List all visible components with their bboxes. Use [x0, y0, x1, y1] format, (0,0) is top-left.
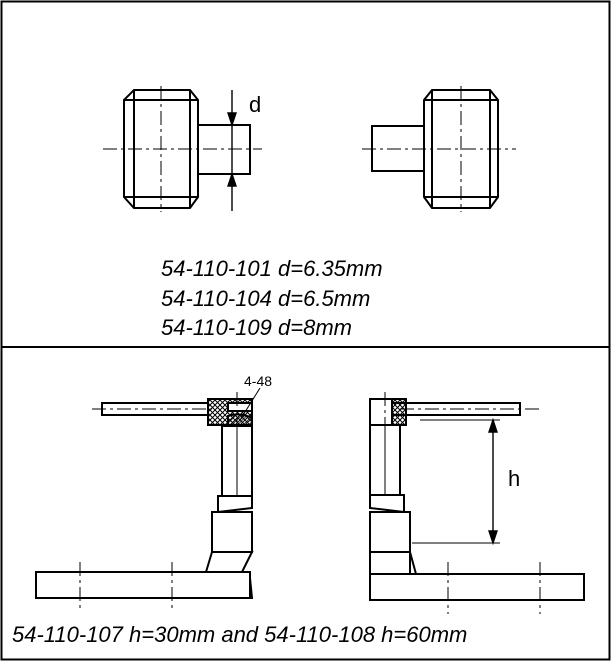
left-anvil-with-stem: [123, 89, 251, 209]
caption-line-2: 54-110-104 d=6.5mm: [161, 286, 370, 311]
right-holder: [369, 398, 585, 601]
right-anvil-centerlines: [362, 86, 516, 212]
part-label-4-48: 4-48: [244, 373, 272, 389]
left-anvil-centerlines: [103, 86, 262, 212]
dimension-h: [412, 417, 500, 546]
part-label-leader: [239, 387, 261, 421]
caption-line-1: 54-110-101 d=6.35mm: [161, 256, 383, 281]
dimension-d-label: d: [249, 92, 261, 117]
caption-line-3: 54-110-109 d=8mm: [161, 315, 352, 340]
dimension-h-label: h: [508, 466, 520, 491]
dimension-d: [227, 90, 237, 211]
left-holder-centerlines: [79, 392, 238, 612]
right-holder-centerlines: [384, 392, 541, 614]
left-holder: [35, 398, 254, 599]
bottom-caption: 54-110-107 h=30mm and 54-110-108 h=60mm: [12, 622, 467, 647]
